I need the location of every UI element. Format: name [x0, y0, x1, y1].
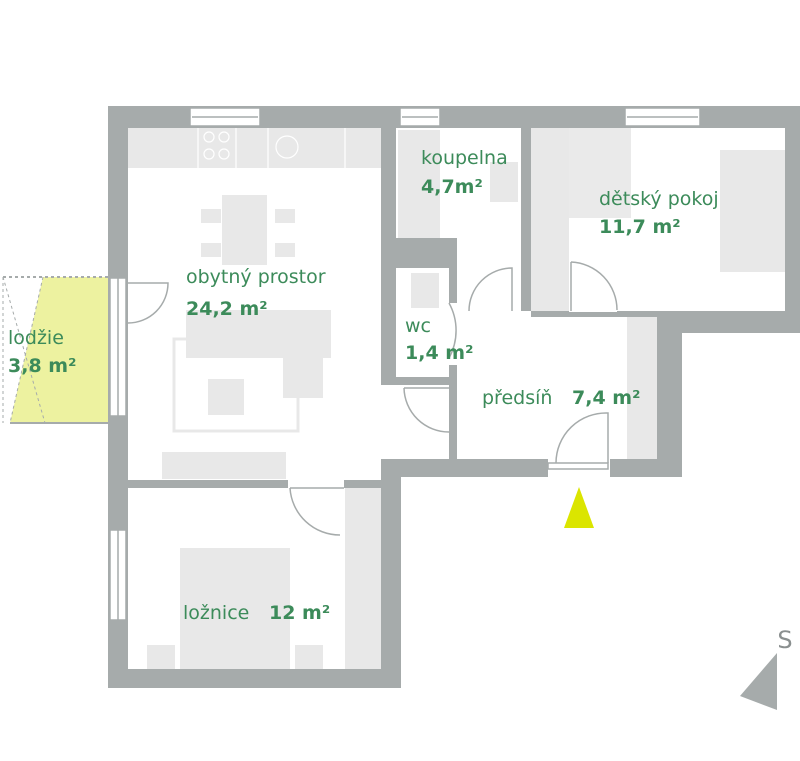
wall-bottom-bedroom [108, 669, 401, 688]
wall-hall-bottom [381, 459, 682, 477]
wall-hall-left [449, 385, 457, 463]
chair [201, 209, 221, 223]
door-swing [127, 282, 169, 324]
chair [275, 243, 295, 257]
doors [127, 261, 618, 536]
nightstand [147, 645, 175, 669]
wall-wc-bottom [381, 377, 457, 385]
room-name-kids: dětský pokoj [599, 188, 719, 210]
room-area-hallway: 7,4 m² [572, 387, 640, 409]
compass: S [740, 626, 793, 710]
kids-bed [720, 150, 785, 272]
loggia [2, 276, 108, 424]
wall-right [785, 128, 800, 333]
wall-bedroom-right [381, 463, 401, 688]
washbasin [490, 162, 518, 202]
kids-desk [531, 128, 631, 218]
room-name-loggia: lodžie [8, 327, 64, 349]
room-labels: obytný prostor 24,2 m² lodžie 3,8 m² kou… [8, 147, 719, 624]
room-area-bedroom: 12 m² [269, 602, 330, 624]
coffee-table [208, 379, 244, 415]
wall-living-bedroom [128, 480, 381, 488]
toilet [411, 273, 439, 308]
door-swing [570, 261, 618, 311]
nightstand [295, 645, 323, 669]
sofa [186, 310, 331, 358]
wall-bath-right [521, 128, 531, 311]
room-name-wc: wc [405, 315, 431, 337]
hall-wardrobe [627, 317, 657, 459]
loggia-floor [10, 277, 108, 423]
entrance-door-swing [555, 412, 609, 464]
room-name-bathroom: koupelna [421, 147, 508, 169]
room-name-bedroom: ložnice [183, 602, 249, 624]
compass-label: S [777, 626, 792, 654]
chair [201, 243, 221, 257]
bathtub [398, 130, 440, 238]
door-swing [403, 387, 450, 433]
room-area-bathroom: 4,7m² [421, 176, 483, 198]
wall-living-right [381, 128, 396, 385]
room-area-kids: 11,7 m² [599, 216, 681, 238]
room-area-living: 24,2 m² [186, 298, 268, 320]
entrance-triangle-icon [564, 487, 594, 528]
windows [109, 107, 701, 621]
room-area-loggia: 3,8 m² [8, 355, 76, 377]
sofa-chaise [283, 358, 323, 398]
north-arrow-icon [740, 653, 777, 710]
door-swing [468, 267, 513, 312]
door-swing [448, 302, 457, 359]
chair [275, 209, 295, 223]
room-area-wc: 1,4 m² [405, 342, 473, 364]
stove-icon [197, 128, 346, 168]
tv-unit [162, 452, 286, 479]
dining-table [222, 195, 267, 265]
bedroom-wardrobe [345, 487, 381, 669]
room-name-living: obytný prostor [186, 266, 326, 288]
door-swing [289, 487, 344, 536]
double-bed [180, 548, 290, 669]
wall-right-step [657, 311, 800, 333]
furniture [128, 128, 785, 669]
wall-hall-right [657, 311, 682, 477]
kitchen-counter [128, 128, 381, 168]
room-name-hallway: předsíň [482, 387, 552, 409]
wall-bath-wc [396, 238, 457, 268]
